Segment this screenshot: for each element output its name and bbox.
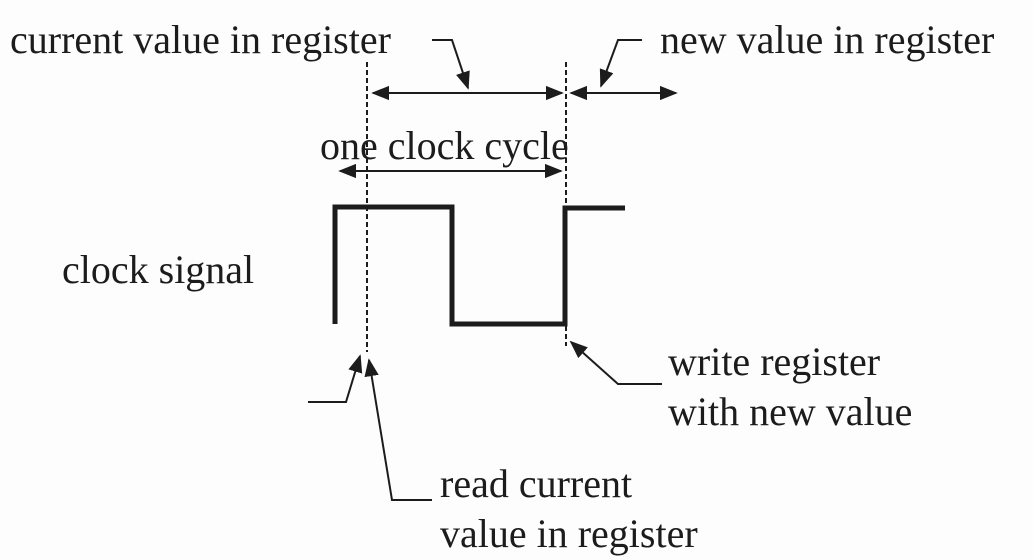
clock-signal-label: clock signal (62, 247, 255, 292)
write-register-label-line2: with new value (668, 389, 913, 434)
read-tick-leader (308, 354, 363, 403)
clock-waveform (332, 204, 625, 327)
read-current-label-line1: read current (440, 461, 633, 506)
clock-cycle-label: one clock cycle (320, 123, 569, 168)
current-value-label: current value in register (10, 17, 391, 62)
current-value-leader (432, 39, 470, 90)
new-value-label: new value in register (660, 17, 995, 62)
read-current-label-line2: value in register (440, 511, 698, 556)
new-value-leader (599, 39, 642, 88)
read-label-leader (364, 358, 432, 501)
write-register-label-line1: write register (668, 339, 881, 384)
write-label-leader (569, 340, 662, 385)
